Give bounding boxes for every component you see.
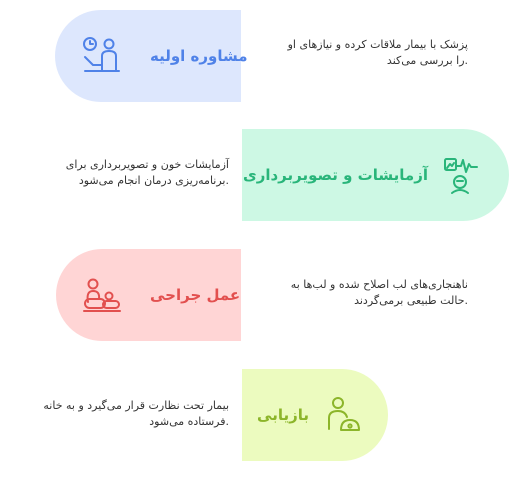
step-consultation: مشاوره اولیه xyxy=(55,10,248,102)
step-description: آزمایشات خون و تصویربرداری برای .برنامه‌… xyxy=(66,157,229,189)
description-line: بیمار تحت نظارت قرار می‌گیرد و به خانه xyxy=(43,399,229,412)
step-surgery: عمل جراحی xyxy=(56,249,241,341)
consultation-icon xyxy=(83,37,120,72)
step-recovery: بازیابی xyxy=(242,369,388,461)
step-title: بازیابی xyxy=(257,406,309,424)
description-line: .را بررسی می‌کند xyxy=(386,54,468,67)
description-line: آزمایشات خون و تصویربرداری برای xyxy=(65,158,229,171)
description-line: .فرستاده می‌شود xyxy=(149,415,229,428)
surgery-icon xyxy=(83,278,121,312)
description-line: ناهنجاری‌های لب اصلاح شده و لب‌ها به xyxy=(290,278,468,291)
step-description: پزشک با بیمار ملاقات کرده و نیازهای او .… xyxy=(288,37,468,69)
step-title: آزمایشات و تصویربرداری xyxy=(242,166,428,184)
step-tests-imaging: آزمایشات و تصویربرداری xyxy=(242,129,509,221)
step-title: مشاوره اولیه xyxy=(150,47,248,65)
recovery-icon xyxy=(328,397,360,431)
description-line: پزشک با بیمار ملاقات کرده و نیازهای او xyxy=(287,38,468,51)
step-title: عمل جراحی xyxy=(150,286,241,304)
description-line: .حالت طبیعی برمی‌گردند xyxy=(354,294,468,307)
step-description: ناهنجاری‌های لب اصلاح شده و لب‌ها به .حا… xyxy=(291,277,468,309)
step-description: بیمار تحت نظارت قرار می‌گیرد و به خانه .… xyxy=(43,398,229,430)
description-line: .برنامه‌ریزی درمان انجام می‌شود xyxy=(78,174,229,187)
xray-scan-icon xyxy=(444,158,478,194)
